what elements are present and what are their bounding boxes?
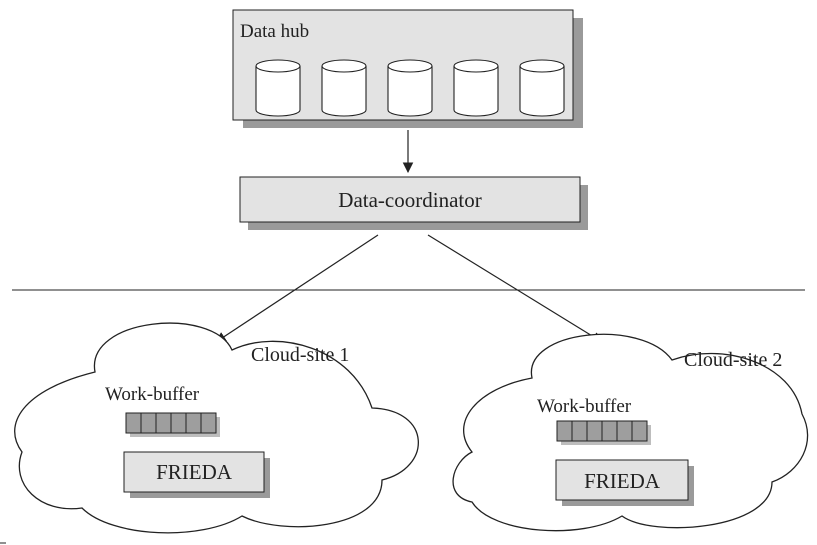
- work-buffer-label-2: Work-buffer: [537, 396, 632, 417]
- arrow-to-site-2: [427, 234, 603, 343]
- cloud-site-2: Cloud-site 2 Work-buffer FRIEDA: [452, 333, 809, 532]
- work-buffer-slot: [125, 412, 142, 434]
- database-cylinders: [255, 59, 565, 117]
- cloud-site-1-label: Cloud-site 1: [251, 344, 349, 366]
- database-cylinder-icon: [321, 59, 367, 117]
- cloud-site-1: Cloud-site 1 Work-buffer FRIEDA: [14, 322, 419, 534]
- data-coordinator-box: [239, 176, 581, 223]
- work-buffer-slot: [616, 420, 633, 442]
- work-buffer-label-1: Work-buffer: [105, 384, 200, 405]
- cloud-site-2-label: Cloud-site 2: [684, 349, 782, 371]
- data-coordinator: Data-coordinator: [239, 176, 588, 230]
- data-hub-label: Data hub: [240, 21, 309, 42]
- data-hub: Data hub: [232, 9, 583, 128]
- frieda-label-2: FRIEDA: [584, 469, 661, 493]
- arrow-to-site-1: [215, 234, 379, 343]
- work-buffer-slot: [170, 412, 187, 434]
- work-buffer-slot: [571, 420, 588, 442]
- work-buffer-slot: [601, 420, 618, 442]
- work-buffer-2: [556, 420, 651, 445]
- work-buffer-slot: [556, 420, 573, 442]
- data-coordinator-label: Data-coordinator: [338, 188, 481, 212]
- work-buffer-slot: [155, 412, 172, 434]
- database-cylinder-icon: [255, 59, 301, 117]
- work-buffer-slot: [140, 412, 157, 434]
- frieda-box-1: [123, 451, 265, 493]
- work-buffer-slot: [586, 420, 603, 442]
- work-buffer-1: [125, 412, 220, 437]
- frieda-box-2: [555, 459, 689, 501]
- work-buffer-slot: [185, 412, 202, 434]
- frieda-label-1: FRIEDA: [156, 460, 233, 484]
- work-buffer-slot: [631, 420, 648, 442]
- database-cylinder-icon: [387, 59, 433, 117]
- database-cylinder-icon: [519, 59, 565, 117]
- database-cylinder-icon: [453, 59, 499, 117]
- work-buffer-slot: [200, 412, 217, 434]
